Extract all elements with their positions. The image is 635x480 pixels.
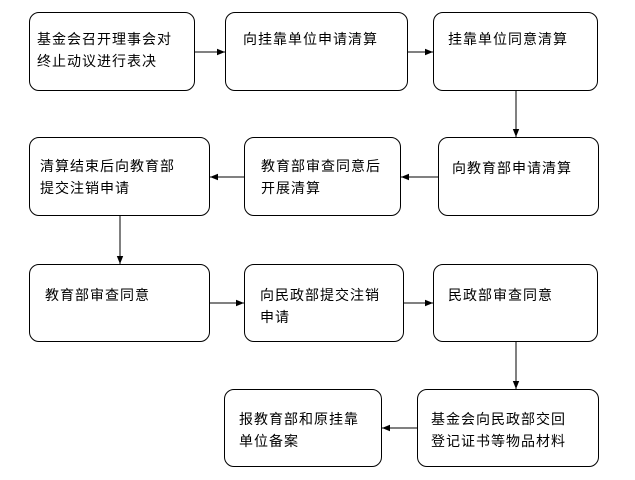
node-moe-approve-liquidation: 教育部审查同意后 开展清算	[244, 137, 401, 216]
node-return-certificate: 基金会向民政部交回 登记证书等物品材料	[417, 389, 599, 467]
node-moe-approve-label: 教育部审查同意	[45, 288, 150, 304]
node-moe-approve: 教育部审查同意	[29, 264, 210, 342]
node-mca-approve-label: 民政部审查同意	[448, 288, 553, 304]
node-apply-moe: 向教育部申请清算	[438, 137, 599, 216]
node-submit-cancellation-moe-label: 清算结束后向教育部 提交注销申请	[40, 159, 175, 197]
node-affiliate-approve: 挂靠单位同意清算	[433, 12, 598, 91]
node-apply-affiliate-label: 向挂靠单位申请清算	[243, 32, 378, 48]
node-submit-cancellation-moe: 清算结束后向教育部 提交注销申请	[29, 137, 210, 216]
node-submit-cancellation-mca: 向民政部提交注销 申请	[244, 264, 404, 342]
node-return-certificate-label: 基金会向民政部交回 登记证书等物品材料	[431, 412, 566, 450]
node-mca-approve: 民政部审查同意	[433, 264, 598, 342]
node-board-vote-label: 基金会召开理事会对 终止动议进行表决	[37, 32, 172, 70]
node-file-record-label: 报教育部和原挂靠 单位备案	[239, 412, 359, 450]
node-apply-affiliate: 向挂靠单位申请清算	[225, 12, 408, 91]
node-submit-cancellation-mca-label: 向民政部提交注销 申请	[260, 288, 380, 326]
node-board-vote: 基金会召开理事会对 终止动议进行表决	[29, 12, 195, 91]
node-moe-approve-liquidation-label: 教育部审查同意后 开展清算	[261, 159, 381, 197]
node-file-record: 报教育部和原挂靠 单位备案	[224, 389, 382, 467]
node-affiliate-approve-label: 挂靠单位同意清算	[448, 32, 568, 48]
node-apply-moe-label: 向教育部申请清算	[452, 161, 572, 177]
